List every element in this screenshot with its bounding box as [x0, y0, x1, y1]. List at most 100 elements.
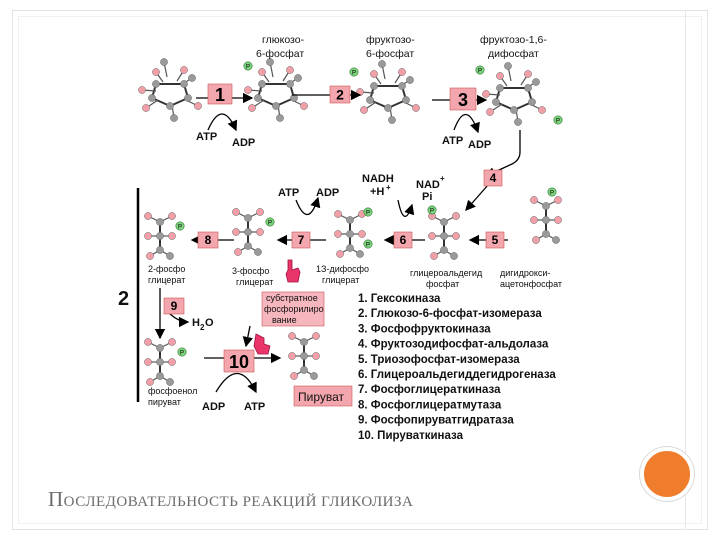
- label-f16bp-1: фруктозо-1,6-: [480, 34, 547, 46]
- label-g6p-1: глюкозо-: [262, 34, 305, 46]
- glucose-molecule: [138, 58, 202, 122]
- h2o-2: 2: [200, 323, 205, 332]
- step-6-number: 6: [400, 233, 407, 247]
- hplus-sign: +: [386, 183, 391, 192]
- step-7-marker: 7: [291, 231, 311, 249]
- step-2-number: 2: [336, 87, 344, 103]
- label-f16bp-2: дифосфат: [488, 48, 539, 60]
- step-markers: 1 2 3 4 5 6 7 8 9 10: [163, 83, 505, 373]
- step-8-number: 8: [205, 233, 212, 247]
- decorative-orange-circle: [640, 447, 694, 501]
- pyruvate-molecule: [288, 332, 320, 380]
- label-f6p-2: 6-фосфат: [366, 48, 414, 60]
- step-2-marker: 2: [329, 85, 351, 104]
- enzyme-item: 6. Глицероальдегиддегидрогеназа: [358, 369, 556, 381]
- step-3-marker: 3: [449, 87, 477, 111]
- atp-label-1: ATP: [196, 131, 217, 143]
- enzyme-list: 1. Гексокиназа 2. Глюкозо-6-фосфат-изомер…: [358, 293, 556, 442]
- pyruvate-box: Пируват: [293, 385, 353, 407]
- label-pep-2: пируват: [148, 397, 181, 407]
- step-4-marker: 4: [483, 169, 503, 187]
- metabolite-labels: глюкозо- 6-фосфат фруктозо- 6-фосфат фру…: [256, 34, 547, 60]
- substrate-box-line3: вание: [272, 315, 297, 325]
- glucose-6-phosphate-molecule: P: [243, 58, 308, 122]
- adp-label-7: ADP: [316, 187, 339, 199]
- label-13bpg-2: глицерат: [322, 275, 359, 285]
- enzyme-item: 1. Гексокиназа: [358, 293, 441, 305]
- slide-divider-line: [685, 10, 686, 530]
- phosphoglycerate-2-molecule: P: [144, 212, 185, 260]
- phosphate-label: P: [478, 69, 482, 75]
- step-8-marker: 8: [197, 231, 219, 249]
- label-2pg-1: 2-фосфо: [148, 264, 185, 274]
- slide-inner-frame: [18, 16, 702, 524]
- step-6-marker: 6: [393, 231, 413, 249]
- enzyme-item: 5. Триозофосфат-изомераза: [358, 354, 520, 366]
- title-first-letter: П: [48, 487, 64, 511]
- enzyme-item: 3. Фосфофруктокиназа: [358, 323, 491, 335]
- step-9-number: 9: [171, 299, 178, 313]
- step-4-number: 4: [490, 171, 497, 185]
- phosphate-label: P: [268, 221, 272, 227]
- enzyme-item: 2. Глюкозо-6-фосфат-изомераза: [358, 308, 542, 320]
- adp-label-1: ADP: [232, 137, 255, 149]
- metabolite-labels-row2: 2-фосфо глицерат 3-фосфо глицерат 1З-диф…: [148, 264, 562, 407]
- adp-label-10: ADP: [202, 401, 225, 413]
- enzyme-item: 9. Фосфопируватгидратаза: [358, 415, 514, 427]
- hand-pointer-icon: [253, 333, 271, 355]
- hand-pointer-icon: [285, 259, 301, 283]
- label-3pg-2: глицерат: [236, 277, 273, 287]
- step-7-number: 7: [298, 233, 305, 247]
- label-dhap-2: ацетонфосфат: [500, 279, 562, 289]
- fructose-6-phosphate-molecule: P: [349, 60, 420, 124]
- stage-number: 2: [118, 288, 129, 310]
- enzyme-item: 8. Фосфоглицератмутаза: [358, 399, 502, 411]
- substrate-box-line1: субстратное: [266, 293, 318, 303]
- phosphate-label: P: [430, 209, 434, 215]
- label-gap-2: фосфат: [426, 279, 459, 289]
- label-g6p-2: 6-фосфат: [256, 48, 304, 60]
- hplus-label: +H: [370, 186, 384, 198]
- label-3pg-1: 3-фосфо: [232, 266, 269, 276]
- title-rest: ОСЛЕДОВАТЕЛЬНОСТЬ РЕАКЦИЙ ГЛИКОЛИЗА: [63, 494, 414, 510]
- phosphoglycerate-3-molecule: P: [232, 208, 275, 256]
- phosphate-label: P: [246, 65, 250, 71]
- step-1-number: 1: [215, 85, 225, 105]
- label-pep-1: фосфоенол: [148, 386, 197, 396]
- dhap-molecule: P: [530, 187, 562, 244]
- bisphosphoglycerate-molecule: PP: [334, 207, 373, 258]
- enzyme-item: 10. Пируваткиназа: [358, 430, 464, 442]
- label-dhap-1: дигидрокси-: [500, 268, 550, 278]
- enzyme-item: 7. Фосфоглицераткиназа: [358, 384, 501, 396]
- h2o-h: H: [192, 317, 200, 329]
- phosphate-label: P: [180, 351, 184, 357]
- pyruvate-label: Пируват: [298, 390, 345, 404]
- nadh-label: NADH: [362, 173, 394, 185]
- phosphate-label: P: [556, 119, 560, 125]
- substrate-phosphorylation-box: субстратное фосфорилиро вание: [261, 291, 325, 327]
- cofactor-labels: ATP ADP ATP ADP ATP ADP NADH +H + NAD + …: [192, 131, 491, 413]
- phosphate-label: P: [366, 243, 370, 249]
- adp-label-3: ADP: [468, 139, 491, 151]
- phosphate-label: P: [550, 191, 554, 197]
- step-5-number: 5: [492, 233, 499, 247]
- atp-label-7: ATP: [278, 187, 299, 199]
- step-1-marker: 1: [207, 83, 233, 105]
- substrate-box-line2: фосфорилиро: [264, 304, 324, 314]
- label-f6p-1: фруктозо-: [366, 34, 415, 46]
- nad-plus-sign: +: [440, 174, 445, 183]
- step-10-marker: 10: [223, 349, 255, 373]
- phosphate-label: P: [352, 71, 356, 77]
- step-3-number: 3: [458, 90, 468, 110]
- h2o-o: O: [205, 317, 214, 329]
- fructose-16-bisphosphate-molecule: PP: [475, 62, 563, 126]
- step-10-number: 10: [229, 352, 249, 372]
- atp-label-10: ATP: [244, 401, 265, 413]
- slide-title: ПОСЛЕДОВАТЕЛЬНОСТЬ РЕАКЦИЙ ГЛИКОЛИЗА: [48, 487, 413, 512]
- slide-frame: [12, 10, 708, 530]
- label-13bpg-1: 1З-дифосфо: [316, 264, 369, 274]
- phosphoenolpyruvate-molecule: P: [144, 338, 187, 386]
- step-9-marker: 9: [163, 297, 185, 315]
